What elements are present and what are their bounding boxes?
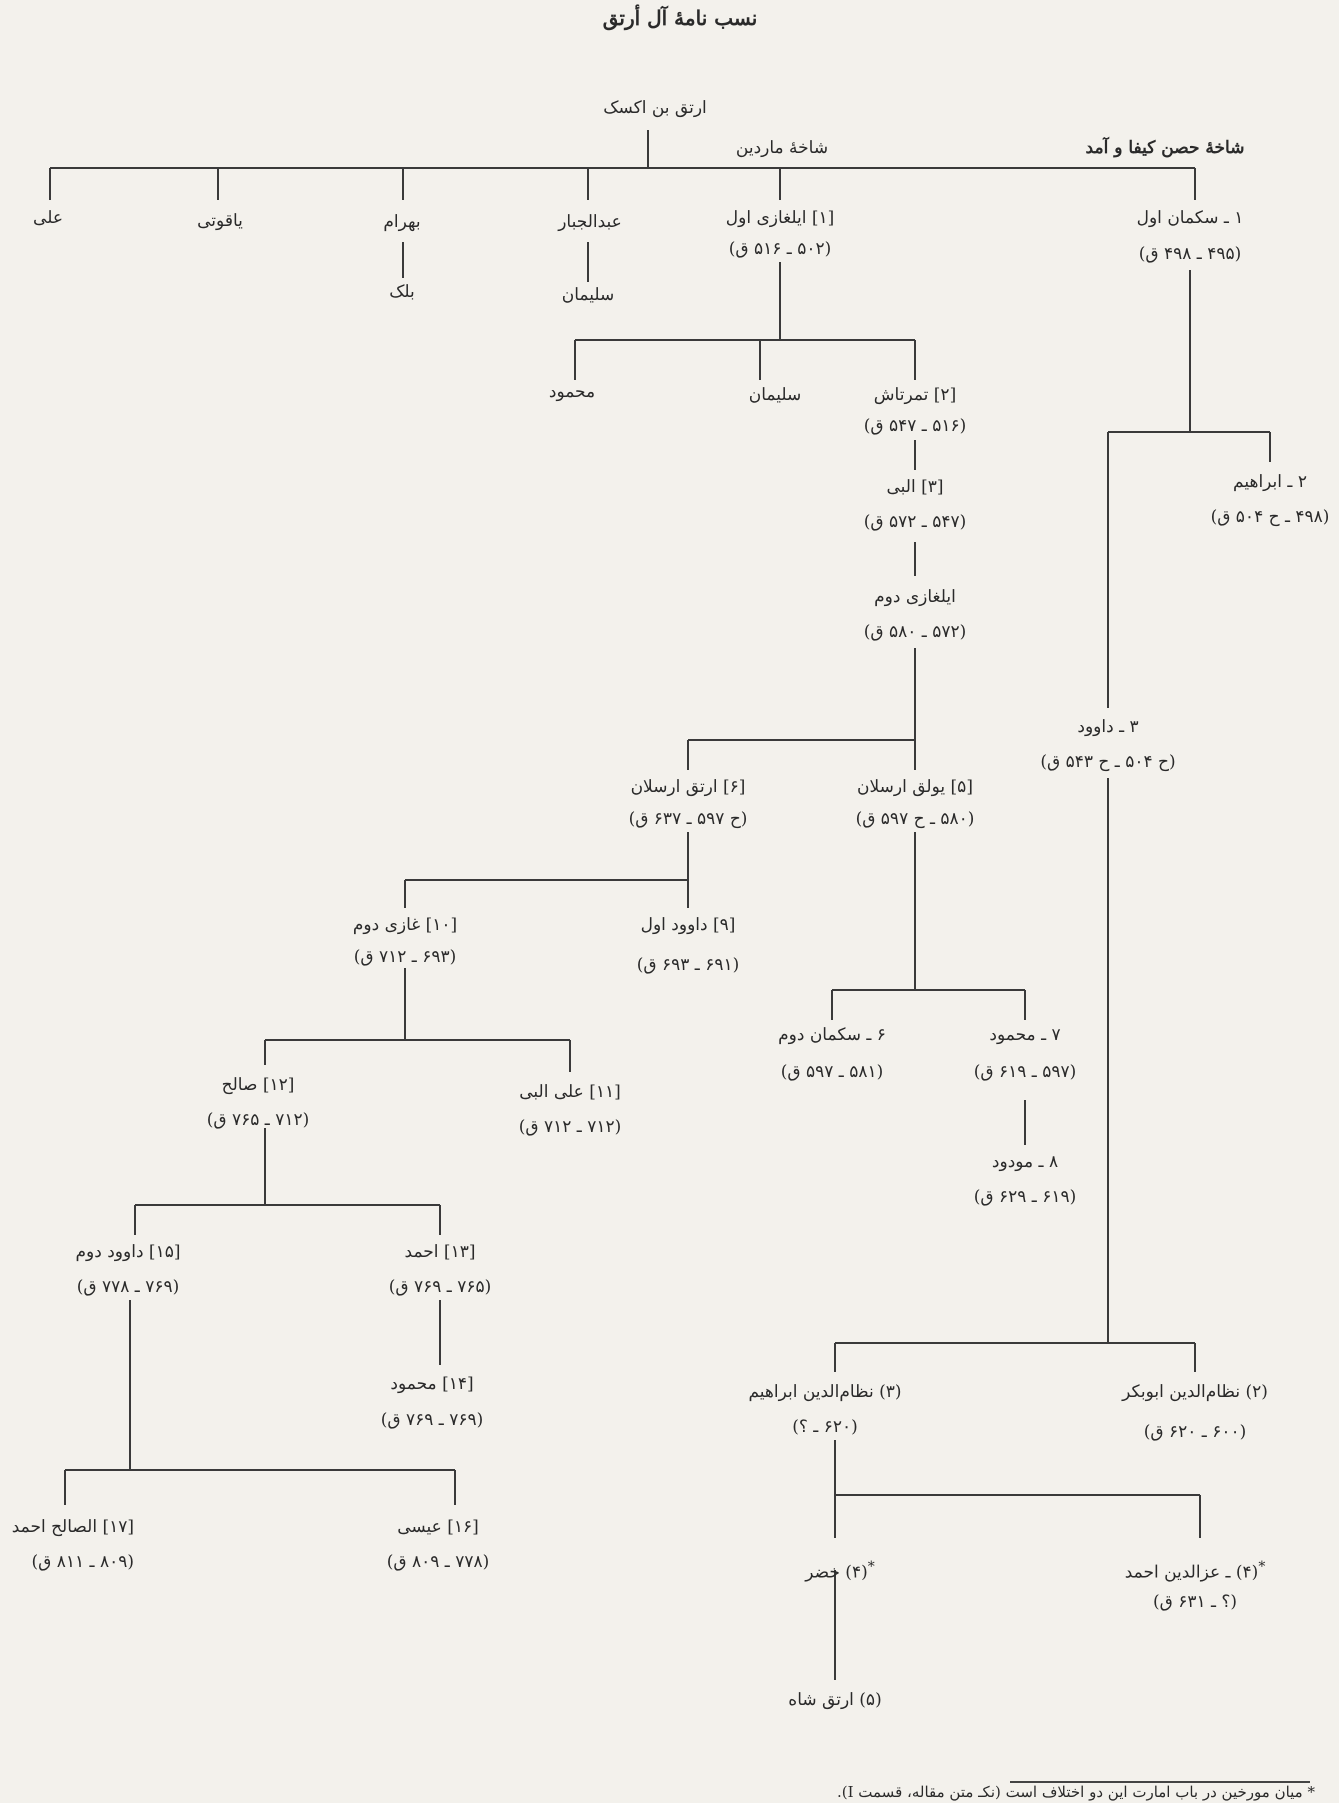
person-khidr: *(۴) خضر bbox=[805, 1559, 875, 1583]
dates-ibrahim: (۴۹۸ ـ ح ۵۰۴ ق) bbox=[1210, 507, 1330, 527]
person-artuq-shah: (۵) ارتق شاه bbox=[788, 1690, 882, 1710]
person-ahmad-13: [۱۳] احمد bbox=[404, 1242, 476, 1262]
person-ibrahim: ۲ ـ ابراهیم bbox=[1233, 472, 1307, 492]
person-salih-ahmad: [۱۷] الصالح احمد bbox=[11, 1517, 134, 1537]
person-ali-alpi: [۱۱] علی البی bbox=[519, 1082, 621, 1102]
person-bahram: بهرام bbox=[383, 212, 421, 232]
person-ghazi-2: [۱۰] غازی دوم bbox=[352, 915, 458, 935]
dates-isa: (۷۷۸ ـ ۸۰۹ ق) bbox=[386, 1552, 490, 1572]
dates-mawdud: (۶۱۹ ـ ۶۲۹ ق) bbox=[973, 1187, 1077, 1207]
person-ali: علی bbox=[33, 208, 63, 228]
person-soqman-2: ۶ ـ سکمان دوم bbox=[778, 1025, 886, 1045]
person-alpi: [۳] البی bbox=[886, 477, 944, 497]
dates-ilghazi-2: (۵۷۲ ـ ۵۸۰ ق) bbox=[863, 622, 967, 642]
person-yaquti: یاقوتی bbox=[197, 211, 243, 231]
person-soleiman-2: سلیمان bbox=[748, 385, 802, 405]
footnote: * میان مورخین در باب امارت این دو اختلاف… bbox=[836, 1783, 1315, 1801]
person-mahmud-7: ۷ ـ محمود bbox=[989, 1025, 1061, 1045]
footnote-rule bbox=[1010, 1781, 1310, 1783]
dates-soqman-1: (۴۹۵ ـ ۴۹۸ ق) bbox=[1138, 244, 1242, 264]
person-yuluq-arslan: [۵] یولق ارسلان bbox=[857, 777, 973, 797]
page-title: نسب نامهٔ آل أرتق bbox=[602, 6, 758, 30]
dates-salih: (۷۱۲ ـ ۷۶۵ ق) bbox=[206, 1110, 310, 1130]
dates-soqman-2: (۵۸۱ ـ ۵۹۷ ق) bbox=[780, 1062, 884, 1082]
person-izz-ahmad: *(۴) ـ عزالدین احمد bbox=[1124, 1559, 1266, 1583]
root-artuq: ارتق بن اکسک bbox=[603, 98, 707, 118]
person-nizam-abubakr: (۲) نظام‌الدین ابوبکر bbox=[1122, 1382, 1268, 1402]
dates-yuluq-arslan: (۵۸۰ ـ ح ۵۹۷ ق) bbox=[855, 809, 975, 829]
person-ilghazi-1: [۱] ایلغازی اول bbox=[725, 208, 835, 228]
person-soqman-1: ۱ ـ سکمان اول bbox=[1136, 208, 1244, 228]
dates-dawud-3: (ح ۵۰۴ ـ ح ۵۴۳ ق) bbox=[1040, 752, 1176, 772]
dates-dawud-2: (۷۶۹ ـ ۷۷۸ ق) bbox=[76, 1277, 180, 1297]
branch-mardin-label: شاخهٔ ماردین bbox=[735, 138, 829, 158]
person-ilghazi-2: ایلغازی دوم bbox=[874, 587, 956, 607]
person-dawud-1: [۹] داوود اول bbox=[640, 915, 736, 935]
person-dawud-3: ۳ ـ داوود bbox=[1077, 717, 1139, 737]
dates-izz-ahmad: (؟ ـ ۶۳۱ ق) bbox=[1152, 1592, 1238, 1612]
dates-ali-alpi: (۷۱۲ ـ ۷۱۲ ق) bbox=[518, 1117, 622, 1137]
dates-nizam-ibrahim: (۶۲۰ ـ ؟) bbox=[792, 1417, 858, 1437]
person-salih: [۱۲] صالح bbox=[221, 1075, 295, 1095]
dates-mahmud-7: (۵۹۷ ـ ۶۱۹ ق) bbox=[973, 1062, 1077, 1082]
dates-nizam-abubakr: (۶۰۰ ـ ۶۲۰ ق) bbox=[1143, 1422, 1247, 1442]
person-artuq-arslan: [۶] ارتق ارسلان bbox=[630, 777, 746, 797]
dates-artuq-arslan: (ح ۵۹۷ ـ ۶۳۷ ق) bbox=[628, 809, 748, 829]
person-abduljabbar: عبدالجبار bbox=[558, 212, 622, 232]
dates-salih-ahmad: (۸۰۹ ـ ۸۱۱ ق) bbox=[31, 1552, 134, 1572]
dates-alpi: (۵۴۷ ـ ۵۷۲ ق) bbox=[863, 512, 967, 532]
izz-ahmad-asterisk: * bbox=[1258, 1559, 1266, 1575]
person-timurtash: [۲] تمرتاش bbox=[873, 385, 957, 405]
dates-ghazi-2: (۶۹۳ ـ ۷۱۲ ق) bbox=[353, 947, 457, 967]
dates-timurtash: (۵۱۶ ـ ۵۴۷ ق) bbox=[863, 416, 967, 436]
person-dawud-2: [۱۵] داوود دوم bbox=[75, 1242, 181, 1262]
dates-ahmad-13: (۷۶۵ ـ ۷۶۹ ق) bbox=[388, 1277, 492, 1297]
person-mawdud: ۸ ـ مودود bbox=[991, 1152, 1059, 1172]
branch-hisn-label: شاخهٔ حصن کیفا و آمد bbox=[1085, 138, 1245, 158]
person-mahmud-1: محمود bbox=[548, 382, 596, 402]
person-soleiman-1: سلیمان bbox=[561, 285, 615, 305]
dates-dawud-1: (۶۹۱ ـ ۶۹۳ ق) bbox=[636, 955, 740, 975]
dates-mahmud-14: (۷۶۹ ـ ۷۶۹ ق) bbox=[380, 1410, 484, 1430]
person-nizam-ibrahim: (۳) نظام‌الدین ابراهیم bbox=[748, 1382, 902, 1402]
dates-ilghazi-1: (۵۰۲ ـ ۵۱۶ ق) bbox=[728, 239, 832, 259]
person-mahmud-14: [۱۴] محمود bbox=[390, 1374, 474, 1394]
person-isa: [۱۶] عیسی bbox=[397, 1517, 479, 1537]
khidr-asterisk: * bbox=[867, 1559, 875, 1575]
person-balak: بلک bbox=[389, 282, 415, 302]
